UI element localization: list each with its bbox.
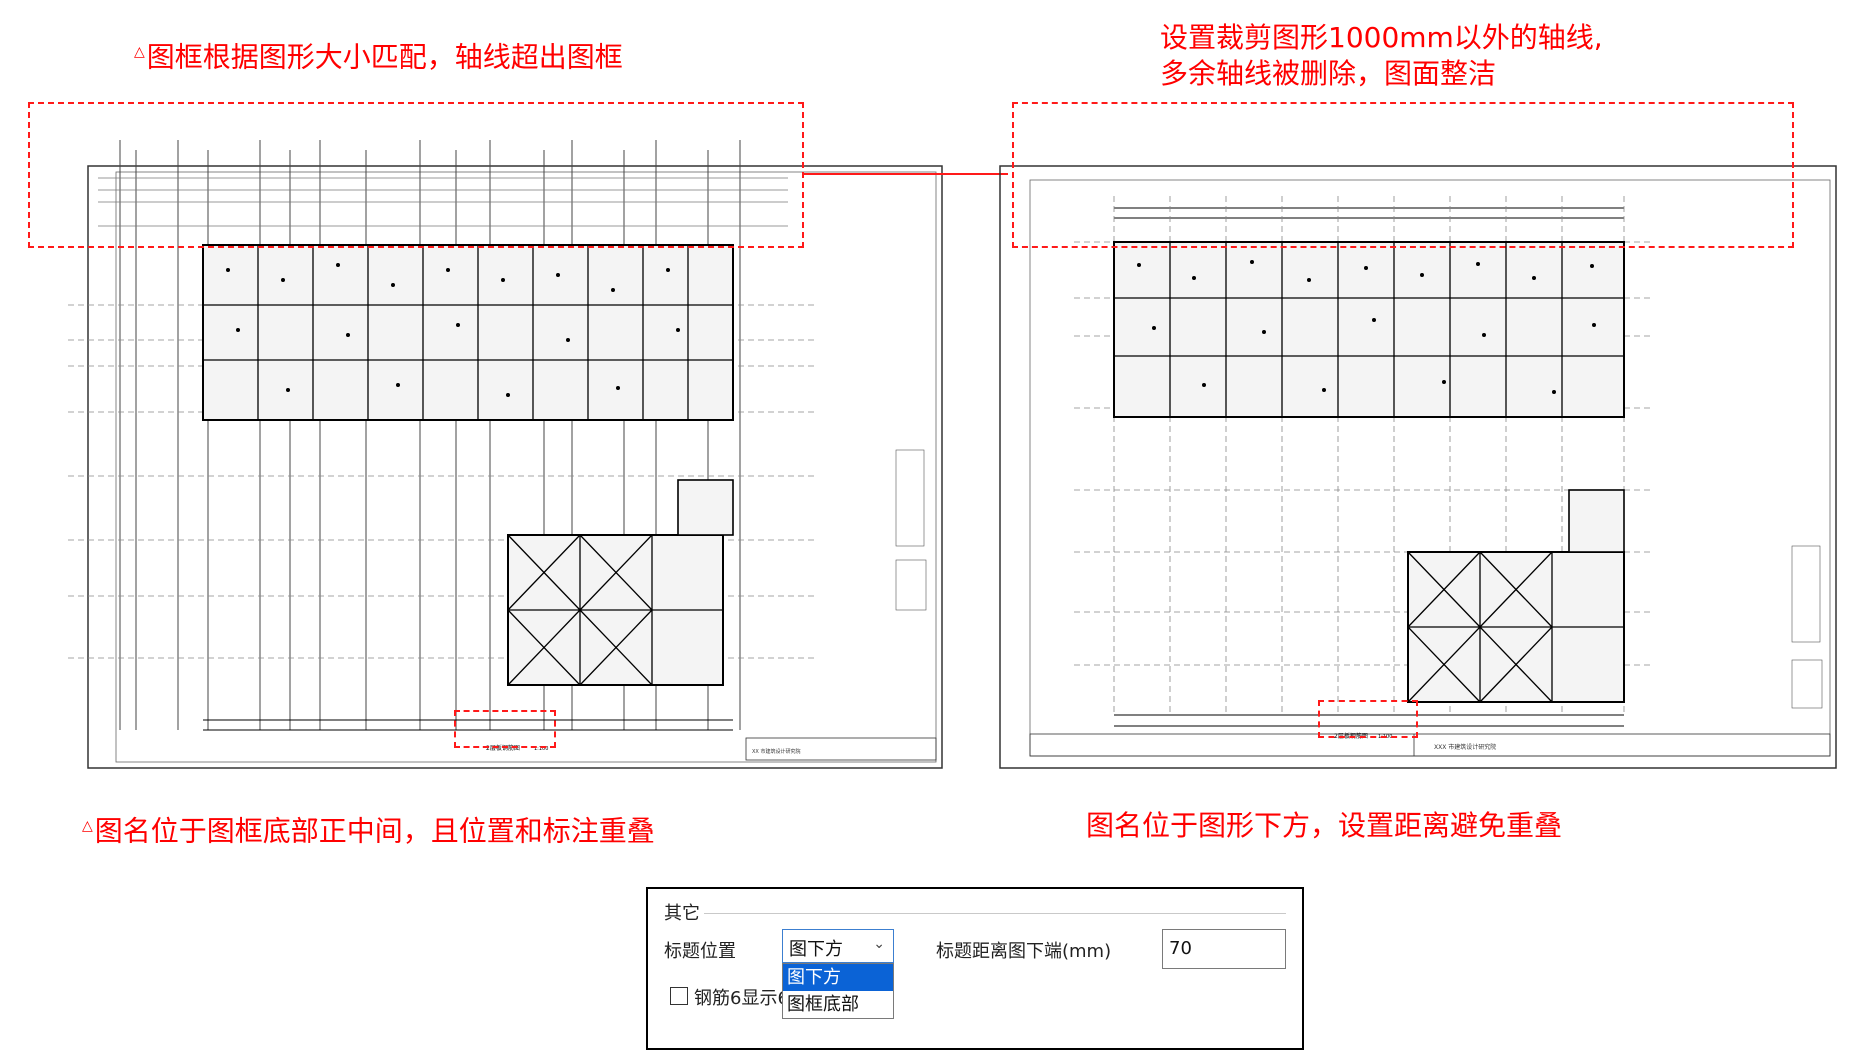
title-position-label: 标题位置	[664, 941, 736, 962]
title-position-value: 图下方	[789, 939, 843, 960]
right-title-block-text: XXX 市建筑设计研究院	[1434, 743, 1496, 751]
dropdown-option-below-drawing[interactable]: 图下方	[783, 964, 893, 991]
caption-bottom-right-text: 图名位于图形下方，设置距离避免重叠	[1086, 809, 1563, 842]
left-drawing-title: 2层板钢筋图	[486, 744, 520, 752]
left-drawing-scale: 1:100	[534, 746, 548, 752]
rebar-display-label: 钢筋6显示6	[694, 988, 789, 1009]
distance-input[interactable]: 70	[1162, 929, 1286, 969]
caption-top-right: 设置裁剪图形1000mm以外的轴线, 多余轴线被删除，图面整洁	[1160, 20, 1603, 92]
title-position-dropdown: 图下方 图框底部	[782, 963, 894, 1019]
left-drawing-panel: XX 市建筑设计研究院 2层板钢筋图 1:100	[28, 130, 948, 780]
triangle-marker-icon: △	[82, 818, 93, 834]
left-title-block-text: XX 市建筑设计研究院	[752, 748, 800, 755]
distance-value: 70	[1169, 938, 1192, 959]
caption-top-left-text: 图框根据图形大小匹配，轴线超出图框	[146, 40, 623, 74]
dropdown-option-frame-bottom[interactable]: 图框底部	[787, 994, 859, 1015]
connector-line	[804, 173, 1008, 175]
chevron-down-icon[interactable]: ⌄	[873, 936, 885, 952]
left-floor-plan-drawing: XX 市建筑设计研究院 2层板钢筋图 1:100	[68, 140, 943, 769]
left-top-highlight-box	[28, 102, 804, 248]
group-label-other: 其它	[660, 899, 704, 925]
caption-top-right-line2: 多余轴线被删除，图面整洁	[1160, 57, 1497, 90]
right-top-highlight-box	[1012, 102, 1794, 248]
caption-top-left: △图框根据图形大小匹配，轴线超出图框	[134, 34, 623, 75]
right-floor-plan-drawing: XXX 市建筑设计研究院 2层板钢筋图 1:100	[999, 165, 1837, 769]
settings-dialog: 其它 标题位置 图下方 ⌄ 标题距离图下端(mm) 70 钢筋6显示6 图下方 …	[646, 887, 1304, 1050]
right-drawing-panel: XXX 市建筑设计研究院 2层板钢筋图 1:100	[994, 160, 1840, 774]
distance-label: 标题距离图下端(mm)	[936, 941, 1112, 962]
group-divider	[688, 913, 1286, 914]
title-position-select[interactable]: 图下方 ⌄	[782, 929, 894, 963]
left-title-highlight-box	[454, 710, 556, 748]
caption-bottom-right: 图名位于图形下方，设置距离避免重叠	[1086, 808, 1562, 844]
triangle-marker-icon: △	[134, 44, 145, 60]
caption-bottom-left: △图名位于图框底部正中间，且位置和标注重叠	[82, 808, 655, 849]
caption-bottom-left-text: 图名位于图框底部正中间，且位置和标注重叠	[94, 814, 655, 848]
caption-top-right-line1: 设置裁剪图形1000mm以外的轴线,	[1160, 21, 1603, 54]
right-title-highlight-box	[1318, 700, 1418, 738]
rebar-display-checkbox[interactable]	[670, 987, 688, 1005]
